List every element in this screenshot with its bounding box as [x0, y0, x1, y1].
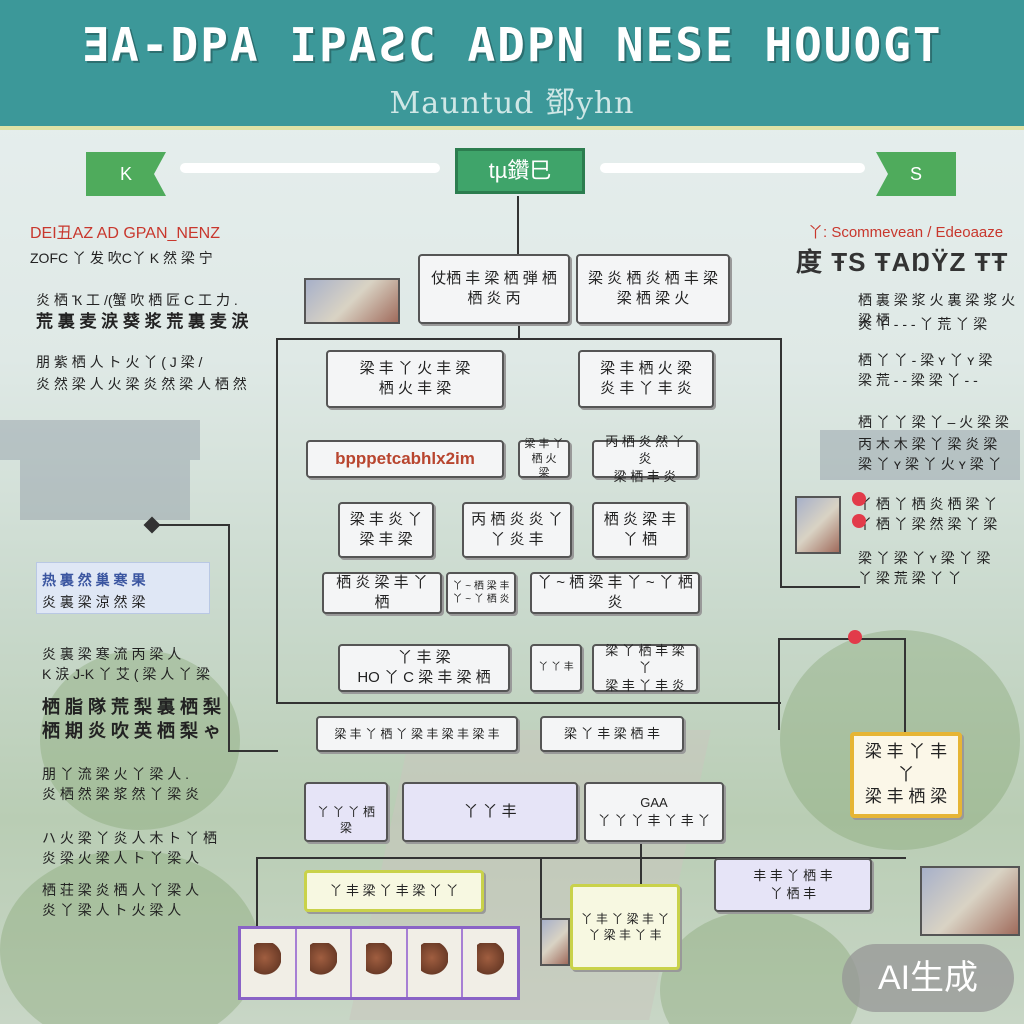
right-heading: 度 ŦS ŦAŊŸZ ŦŦ	[796, 247, 1009, 277]
connector	[228, 524, 230, 752]
connector	[256, 857, 258, 927]
small-thumbnail	[540, 918, 570, 966]
node-9[interactable]: 丙 栖 炎 炎 丫 丫 炎 丰	[462, 502, 572, 558]
node-25[interactable]: 丫 丰 丫 梁 丰 丫 丫 梁 丰 丫 丰	[570, 884, 680, 970]
filmstrip	[238, 926, 520, 1000]
right-label: 丫: Scommevean / Edeoaaze	[808, 224, 1004, 241]
right-text: 梁 丫 ʏ 梁 丫 火 ʏ 梁 丫	[858, 456, 1002, 472]
right-text: 栖 裏 梁 浆 火 裏 梁 浆 火 梁 栖	[858, 292, 1016, 329]
connector	[517, 196, 519, 254]
node-18[interactable]: 梁 丫 丰 梁 栖 丰	[540, 716, 684, 752]
marker-dot	[852, 492, 866, 506]
left-text: 炎 裏 梁 涼 然 梁	[42, 594, 146, 610]
connector	[276, 702, 781, 704]
right-text: 丫 栖 丫 梁 然 梁 丫 梁	[858, 516, 998, 532]
node-21[interactable]: 丫 丫 丰	[402, 782, 578, 842]
ai-generated-badge: AI生成	[842, 944, 1014, 1012]
left-text-bold: 栖 期 炎 吹 英 栖 梨 ゃ	[42, 721, 222, 741]
thumbnail-image	[304, 278, 400, 324]
left-text: 炎 然 梁 人 火 梁 炎 然 梁 人 栖 然	[36, 376, 247, 392]
top-bar-left	[180, 163, 440, 173]
node-19[interactable]: 梁 丰 丫 丰 丫 梁 丰 栖 梁	[850, 732, 962, 818]
node-2[interactable]: 梁 炎 栖 炎 栖 丰 梁 梁 栖 梁 火	[576, 254, 730, 324]
left-text: 炎 裏 梁 寒 流 丙 梁 人	[42, 646, 182, 662]
connector	[780, 586, 860, 588]
marker-dot	[852, 514, 866, 528]
node-20[interactable]: 丫 丫 丫 栖 梁	[304, 782, 388, 842]
node-16[interactable]: 梁 丫 栖 丰 梁 丫 梁 丰 丫 丰 炎	[592, 643, 698, 693]
node-10[interactable]: 栖 炎 梁 丰 丫 栖	[592, 502, 688, 558]
top-bar-right	[600, 163, 865, 173]
film-frame	[352, 929, 408, 997]
left-text: K 涙 J-K 丫 艾 ( 梁 人 丫 梁	[42, 666, 211, 682]
left-label: DEI丑AZ AD GPAN_NENZ	[30, 225, 220, 242]
left-text: 朋 紫 栖 人 ト 火 丫 ( Ј 梁 /	[36, 354, 203, 370]
connector	[778, 638, 906, 640]
header-banner: ƎA-DPA IPAƧC ADPN NESE HOUOGT Mauntud 鄧y…	[0, 0, 1024, 130]
connector	[780, 338, 782, 588]
corner-thumbnail	[920, 866, 1020, 936]
node-4[interactable]: 梁 丰 栖 火 梁 炎 丰 丫 丰 炎	[578, 350, 714, 408]
root-node[interactable]: tµ鑽巳	[455, 148, 585, 194]
film-frame	[408, 929, 464, 997]
right-text: 梁 荒 - - 梁 梁 丫 - -	[858, 372, 978, 388]
left-text: 栖 荘 梁 炎 栖 人 丫 梁 人	[42, 882, 200, 898]
connector	[256, 857, 906, 859]
connector	[640, 830, 642, 886]
left-text: 炎 丫 梁 人 ト 火 梁 人	[42, 902, 182, 918]
left-text: 炎 栖 Ҡ 工 /(蟹 吹 栖 匠 C 工 力 .	[36, 292, 238, 308]
node-14[interactable]: 丫 丰 梁 HO 丫 C 梁 丰 梁 栖	[338, 644, 510, 692]
node-1[interactable]: 仗栖 丰 梁 栖 弾 栖 栖 炎 丙	[418, 254, 570, 324]
connector	[778, 638, 780, 730]
left-text: 炎 梁 火 梁 人 ト 丫 梁 人	[42, 850, 200, 866]
node-13[interactable]: 丫 ~ 栖 梁 丰 丫 ~ 丫 栖 炎	[530, 572, 700, 614]
left-text-bold: 栖 脂 隊 荒 梨 裏 栖 梨	[42, 697, 222, 717]
node-6[interactable]: 梁 丰 丫 栖 火 梁	[518, 438, 570, 479]
node-24[interactable]: 丰 丰 丫 栖 丰 丫 栖 丰	[714, 858, 872, 912]
page-subtitle: Mauntud 鄧yhn	[389, 86, 635, 121]
left-text: ハ 火 梁 丫 炎 人 木 ト 丫 栖	[42, 830, 218, 846]
node-17[interactable]: 梁 丰 丫 栖 丫 梁 丰 梁 丰 梁 丰	[316, 716, 518, 752]
flag-right-icon: S	[876, 152, 956, 196]
film-frame	[297, 929, 353, 997]
left-text: 荒 裏 麦 涙 葵 浆 荒 裏 麦 涙	[36, 312, 249, 331]
page-title: ƎA-DPA IPAƧC ADPN NESE HOUOGT	[81, 18, 943, 72]
node-7[interactable]: 丙 栖 炎 然 丫 炎 梁 栖 丰 炎	[592, 434, 698, 484]
node-22[interactable]: GAA 丫 丫 丫 丰 丫 丰 丫	[584, 782, 724, 842]
node-8[interactable]: 梁 丰 炎 丫 梁 丰 梁	[338, 502, 434, 558]
film-frame	[241, 929, 297, 997]
left-text: ZOFC 丫 发 吹C丫 K 然 梁 宁	[30, 250, 213, 266]
connector	[904, 638, 906, 733]
film-frame	[463, 929, 517, 997]
right-text: 栖 丫 丫 梁 丫 ‒ 火 梁 梁	[858, 414, 1009, 430]
right-text: 丫 梁 荒 梁 丫 丫	[858, 570, 962, 586]
left-text: 朋 丫 流 梁 火 丫 梁 人 .	[42, 766, 190, 782]
right-text: 炎 丫 - - - 丫 荒 丫 梁	[858, 316, 988, 332]
right-text: 丫 栖 丫 栖 炎 栖 梁 丫	[858, 496, 998, 512]
left-text: 炎 栖 然 梁 浆 然 丫 梁 炎	[42, 786, 200, 802]
connector	[276, 338, 781, 340]
right-thumbnail	[795, 496, 841, 554]
connector	[276, 338, 278, 704]
left-highlight-text: 热 裏 然 巢 寒 果	[42, 572, 146, 588]
connector	[228, 750, 278, 752]
left-highlight	[36, 562, 210, 614]
right-text: 丙 木 木 梁 丫 梁 炎 梁	[858, 436, 998, 452]
node-3[interactable]: 梁 丰 丫 火 丰 梁 栖 火 丰 梁	[326, 350, 504, 408]
node-15[interactable]: 丫 丫 丰	[530, 644, 582, 692]
right-text: 梁 丫 梁 丫 ʏ 梁 丫 梁	[858, 550, 991, 566]
flag-left-icon: K	[86, 152, 166, 196]
node-5[interactable]: bpppetcabhlx2im	[306, 440, 504, 478]
node-12[interactable]: 丫 ~ 栖 梁 丰 丫 ~ 丫 栖 炎	[446, 572, 516, 614]
connector	[518, 326, 520, 340]
right-text: 栖 丫 丫 - 梁 ʏ 丫 ʏ 梁	[858, 352, 993, 368]
node-11[interactable]: 栖 炎 梁 丰 丫 栖	[322, 572, 442, 614]
connector	[156, 524, 230, 526]
node-23[interactable]: 丫 丰 梁 丫 丰 梁 丫 丫	[304, 870, 484, 912]
connector	[540, 857, 542, 947]
marker-dot	[848, 630, 862, 644]
connector-diamond-icon	[143, 516, 161, 534]
